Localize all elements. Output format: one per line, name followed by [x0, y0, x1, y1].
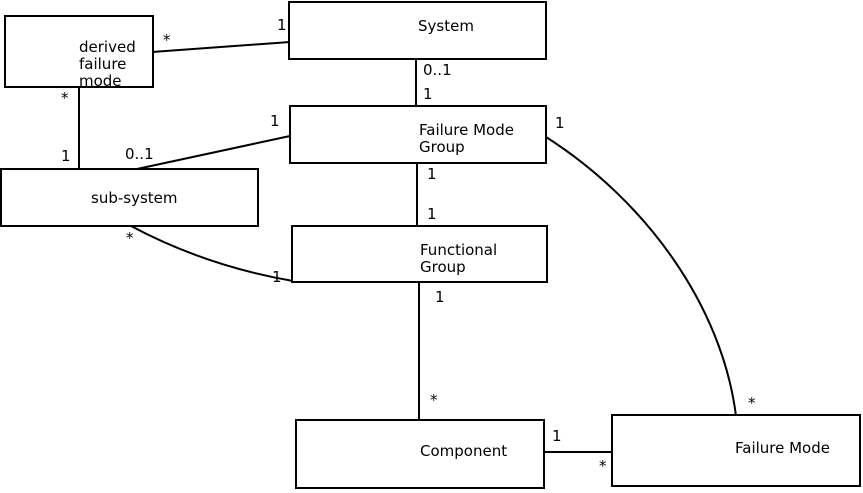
node-sub-system: sub-system — [0, 168, 259, 227]
multiplicity-fg-component-target: * — [430, 391, 438, 409]
edge-dfm-system-line — [151, 41, 291, 53]
node-component: Component — [295, 419, 545, 489]
multiplicity-fmg-fg-source: 1 — [427, 165, 437, 183]
multiplicity-subsystem-fg-source: * — [126, 229, 134, 247]
node-failure-mode: Failure Mode — [611, 414, 861, 487]
multiplicity-system-fmg-source: 0..1 — [423, 61, 452, 79]
node-failure-mode-label: Failure Mode — [735, 439, 830, 457]
multiplicity-dfm-subsystem-source: * — [61, 89, 69, 107]
node-system: System — [288, 1, 547, 60]
node-functional-group-label: Functional Group — [420, 241, 498, 276]
edge-fmg-fm-line — [545, 136, 737, 417]
multiplicity-system-fmg-target: 1 — [423, 85, 433, 103]
node-derived-failure-mode-label: derived failure mode — [79, 38, 136, 90]
multiplicity-fg-component-source: 1 — [435, 288, 445, 306]
node-failure-mode-group-label: Failure Mode Group — [419, 121, 514, 156]
multiplicity-fmg-fg-target: 1 — [427, 205, 437, 223]
multiplicity-subsystem-fg-target: 1 — [272, 268, 282, 286]
edge-subsystem-fg-line — [130, 225, 294, 282]
multiplicity-fmg-fm-source: 1 — [555, 114, 565, 132]
multiplicity-dfm-system-source: * — [163, 31, 171, 49]
multiplicity-fmg-fm-target: * — [748, 394, 756, 412]
multiplicity-component-fm-source: 1 — [552, 427, 562, 445]
node-component-label: Component — [420, 442, 508, 460]
node-derived-failure-mode: derived failure mode — [4, 15, 154, 90]
node-sub-system-label: sub-system — [91, 189, 178, 207]
edge-fmg-subsystem-line — [136, 135, 291, 170]
node-functional-group: Functional Group — [291, 225, 548, 283]
multiplicity-fmg-subsystem-source: 1 — [270, 112, 280, 130]
multiplicity-dfm-subsystem-target: 1 — [61, 147, 71, 165]
multiplicity-component-fm-target: * — [599, 457, 607, 475]
multiplicity-fmg-subsystem-target: 0..1 — [125, 145, 154, 163]
multiplicity-dfm-system-target: 1 — [277, 16, 287, 34]
node-failure-mode-group: Failure Mode Group — [289, 105, 547, 164]
node-system-label: System — [418, 17, 474, 35]
